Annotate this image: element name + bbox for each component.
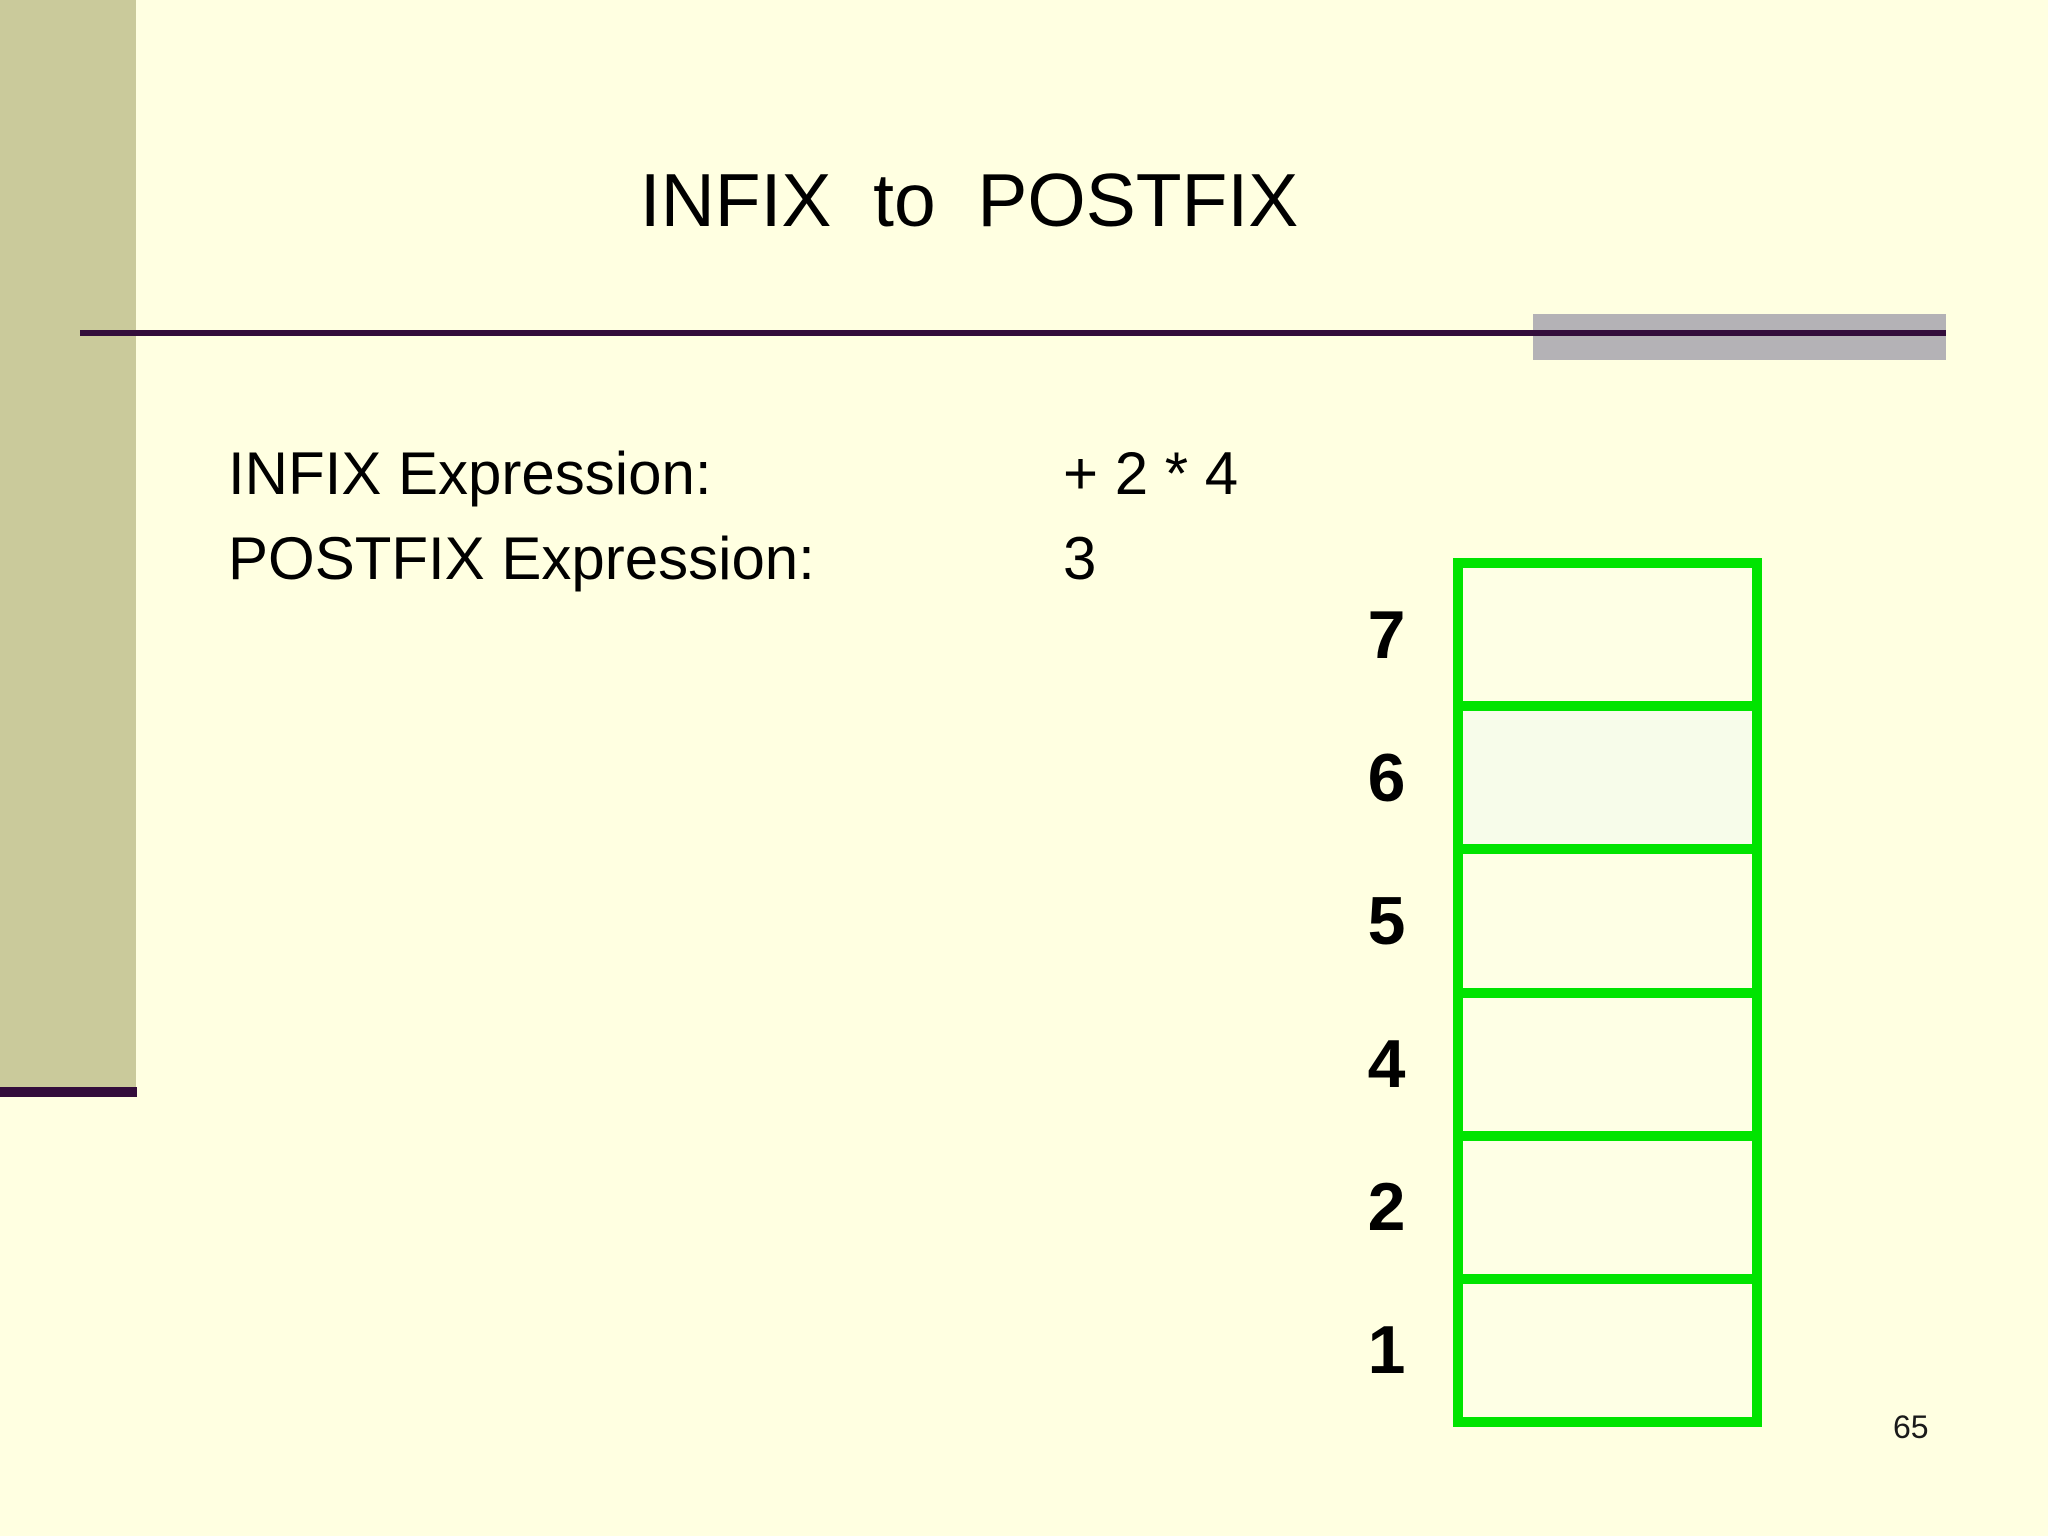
infix-expression-value: + 2 * 4 xyxy=(1063,440,1239,507)
stack-cell xyxy=(1463,854,1752,988)
stack-diagram xyxy=(1453,558,1762,1427)
postfix-expression-value: 3 xyxy=(1063,525,1097,592)
sidebar-accent-bar xyxy=(0,0,136,1087)
stack-index-label: 7 xyxy=(1367,596,1406,673)
stack-cell xyxy=(1463,711,1752,845)
stack-cell xyxy=(1463,568,1752,702)
stack-index-labels: 7 6 5 4 2 1 xyxy=(1320,558,1453,1427)
stack-index-label: 1 xyxy=(1367,1312,1406,1389)
stack-index-label: 2 xyxy=(1367,1169,1406,1246)
infix-expression-label: INFIX Expression: xyxy=(228,440,712,507)
stack-cell xyxy=(1463,1283,1752,1418)
stack-cell xyxy=(1463,1140,1752,1274)
stack-cell xyxy=(1463,997,1752,1131)
stack-index-label: 4 xyxy=(1367,1026,1406,1103)
sidebar-underline xyxy=(0,1087,137,1097)
page-number: 65 xyxy=(1893,1409,1929,1445)
page-title: INFIX to POSTFIX xyxy=(639,158,1299,242)
title-divider-line xyxy=(80,330,1946,336)
postfix-expression-label: POSTFIX Expression: xyxy=(228,525,815,592)
gray-accent-bar xyxy=(1533,314,1946,360)
stack-index-label: 5 xyxy=(1367,882,1406,959)
stack-index-label: 6 xyxy=(1367,739,1406,816)
